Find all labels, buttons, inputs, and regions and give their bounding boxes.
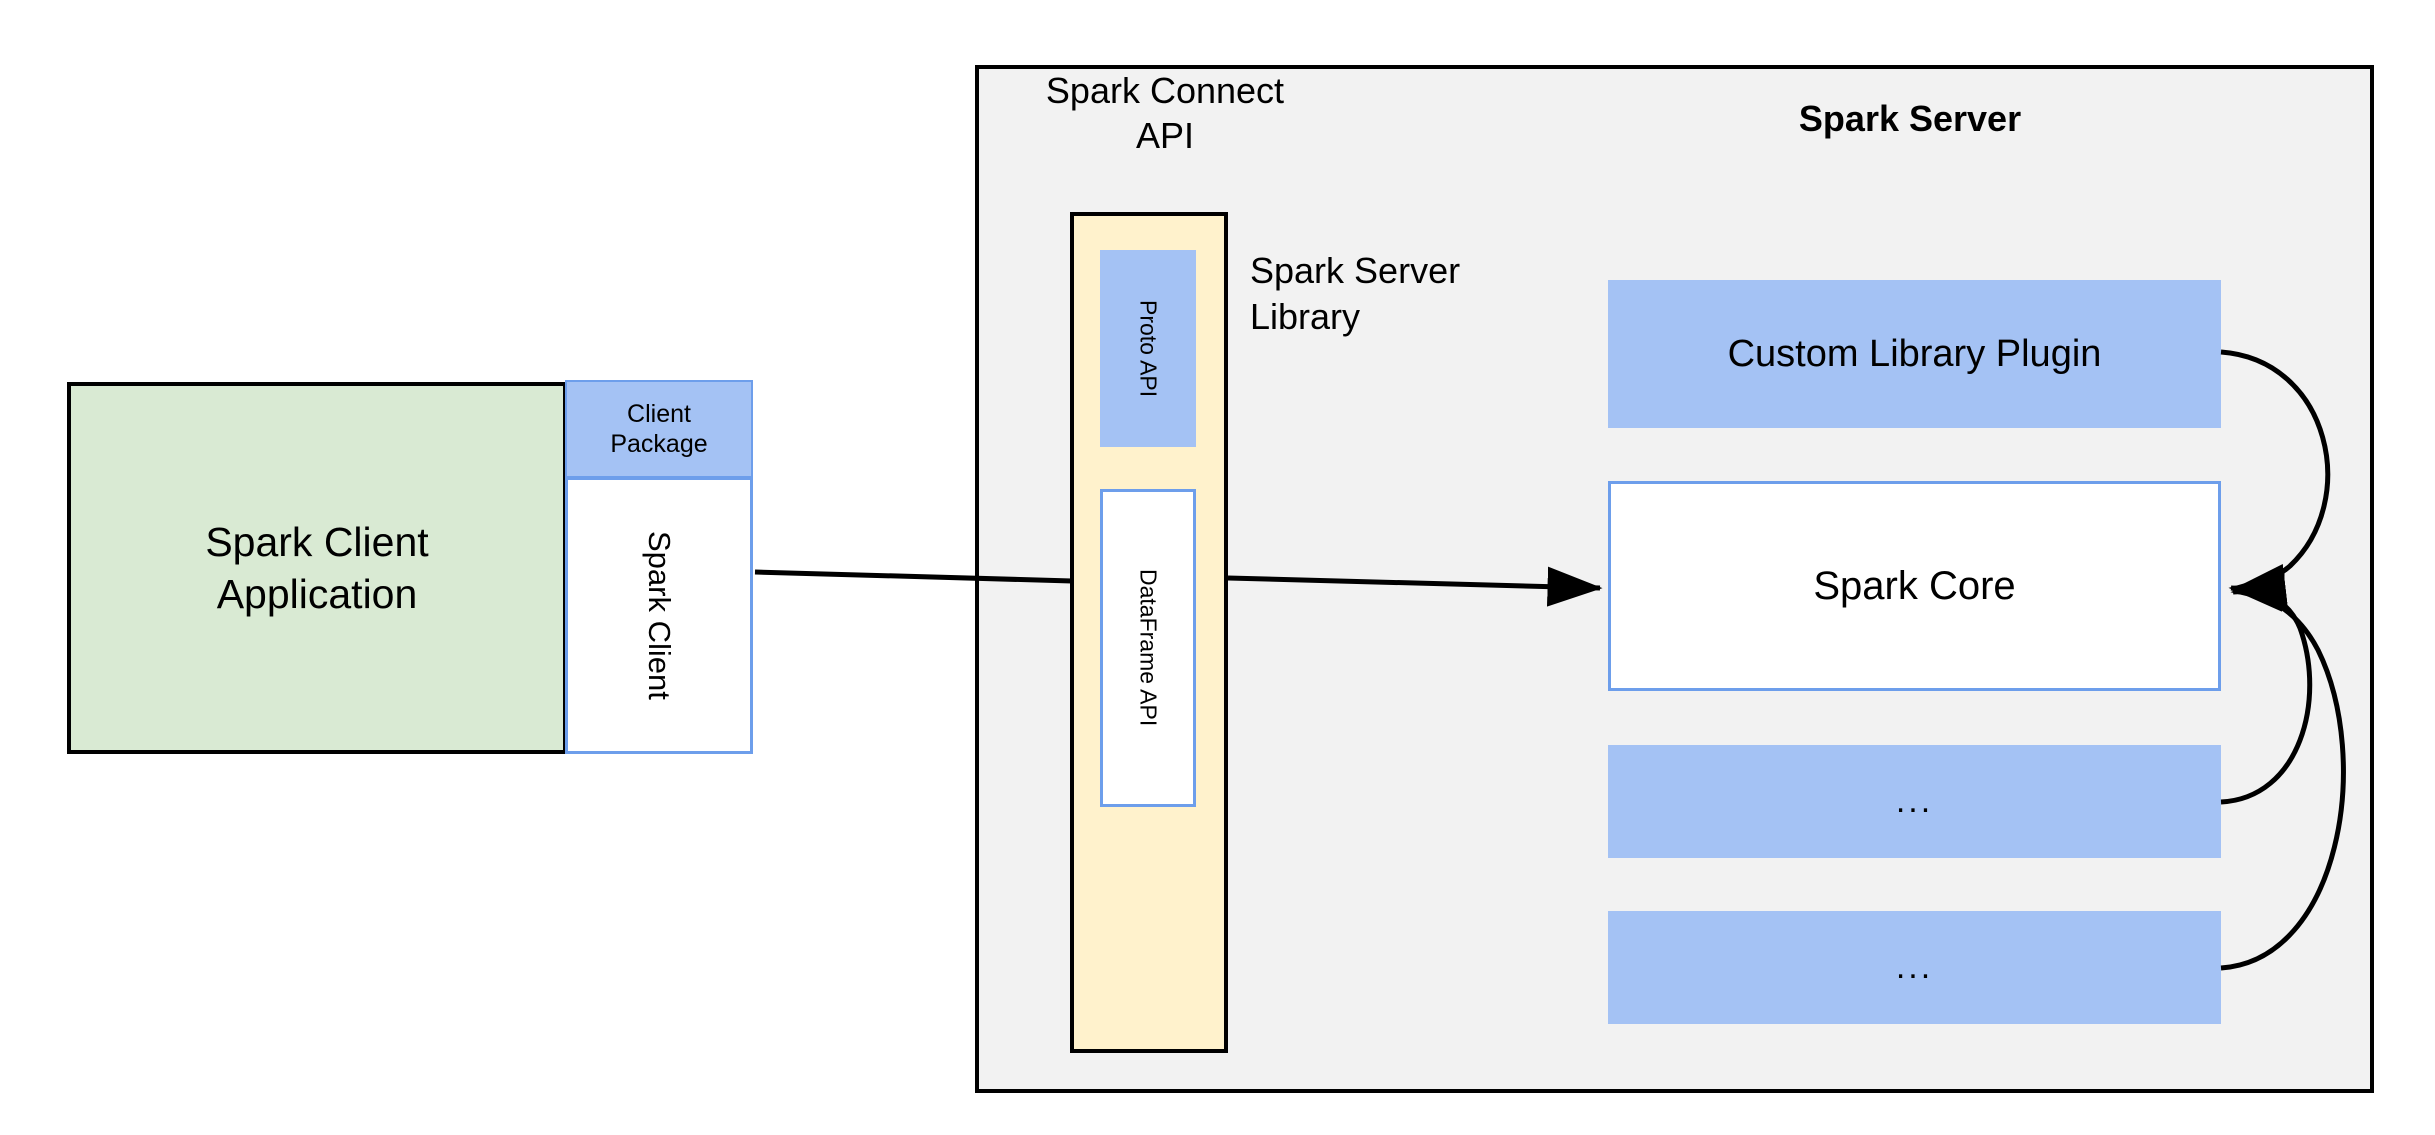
client-package-label: Client Package (610, 399, 707, 460)
ellipsis-label-2: ... (1895, 948, 1934, 986)
client-package-line-2: Package (610, 430, 708, 458)
client-package-box[interactable]: Client Package (565, 380, 753, 478)
spark-client-label: Spark Client (642, 531, 677, 700)
proto-api-label: Proto API (1135, 299, 1162, 398)
dataframe-api-label: DataFrame API (1135, 569, 1162, 727)
ellipsis-box-1[interactable]: ... (1608, 745, 2221, 858)
connect-api-line-2: API (1135, 115, 1195, 157)
spark-core-box[interactable]: Spark Core (1608, 481, 2221, 691)
spark-connect-api-label: Spark Connect API (1020, 68, 1310, 159)
client-package-line-1: Client (627, 399, 691, 428)
client-app-line-1: Spark Client (205, 518, 429, 565)
ellipsis-box-2[interactable]: ... (1608, 911, 2221, 1024)
dataframe-api-box[interactable]: DataFrame API (1100, 489, 1196, 807)
custom-library-plugin-box[interactable]: Custom Library Plugin (1608, 280, 2221, 428)
custom-library-plugin-label: Custom Library Plugin (1727, 332, 2102, 375)
spark-client-box[interactable]: Spark Client (565, 477, 753, 754)
spark-client-application-label: Spark Client Application (205, 516, 428, 621)
spark-core-label: Spark Core (1813, 563, 2016, 608)
ellipsis-label-1: ... (1895, 782, 1934, 820)
server-library-line-1: Spark Server (1250, 250, 1461, 291)
server-library-line-2: Library (1250, 296, 1361, 338)
proto-api-box[interactable]: Proto API (1100, 250, 1196, 447)
spark-server-library-label: Spark Server Library (1250, 248, 1580, 340)
connect-api-line-1: Spark Connect (1045, 70, 1285, 111)
spark-client-application-box[interactable]: Spark Client Application (67, 382, 567, 754)
client-app-line-2: Application (216, 571, 418, 617)
spark-server-title: Spark Server (1798, 98, 2022, 139)
